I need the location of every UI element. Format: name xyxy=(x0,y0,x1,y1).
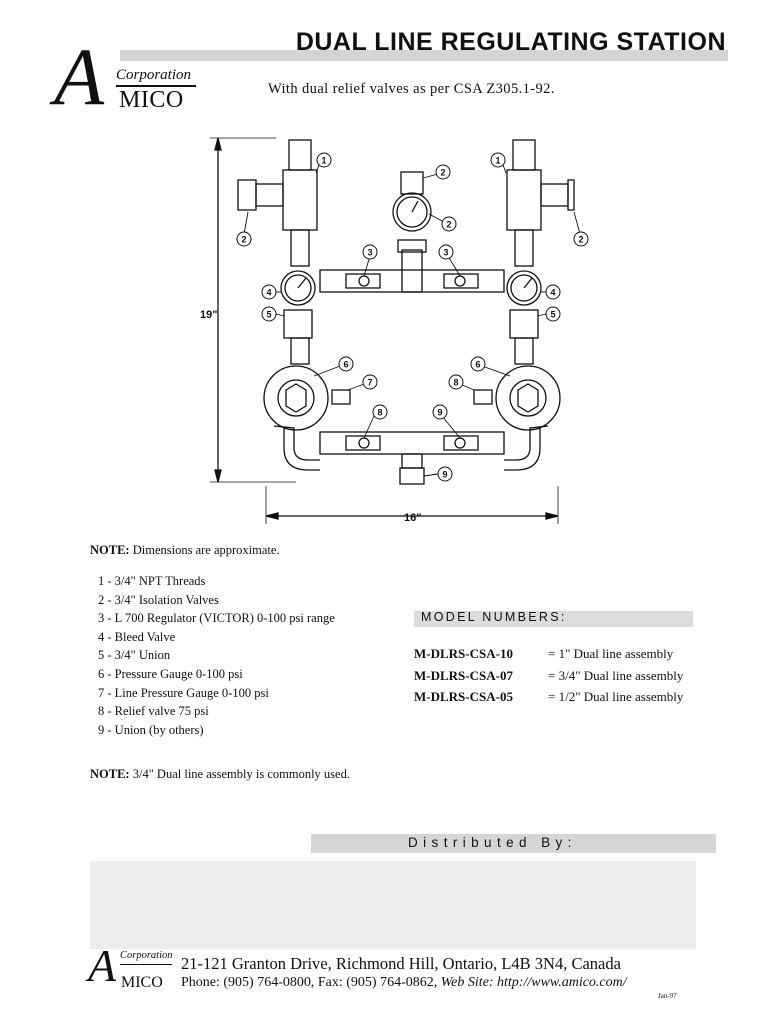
model-code: M-DLRS-CSA-10 xyxy=(414,646,513,661)
model-code: M-DLRS-CSA-05 xyxy=(414,689,513,704)
callout-5-right: 5 xyxy=(550,310,555,320)
logo-mico: MICO xyxy=(121,974,163,991)
model-row: M-DLRS-CSA-07 = 3/4" Dual line assembly xyxy=(414,665,683,687)
logo-letter: A xyxy=(88,940,117,991)
callout-8-right: 1 xyxy=(495,156,500,166)
distributed-by-bar xyxy=(311,834,716,853)
model-code: M-DLRS-CSA-07 xyxy=(414,667,513,683)
model-numbers-title: MODEL NUMBERS: xyxy=(421,610,567,624)
footer-contact: Phone: (905) 764-0800, Fax: (905) 764-08… xyxy=(181,975,627,991)
legend-item: 1 - 3/4" NPT Threads xyxy=(98,574,206,588)
callout-9-left: 2 xyxy=(241,235,246,245)
callout-4-right: 8 xyxy=(453,378,458,388)
logo-mico: MICO xyxy=(119,87,184,113)
logo-letter: A xyxy=(54,31,105,122)
callout-8-left: 1 xyxy=(321,156,326,166)
callout-2-top-right: 3 xyxy=(443,248,448,258)
legend-item: 3 - L 700 Regulator (VICTOR) 0-100 psi r… xyxy=(98,611,335,626)
callout-5-left: 5 xyxy=(266,310,271,320)
legend-item: 6 - Pressure Gauge 0-100 psi xyxy=(98,666,243,681)
legend-item: 7 - Line Pressure Gauge 0-100 psi xyxy=(98,685,269,700)
footer-address: 21-121 Granton Drive, Richmond Hill, Ont… xyxy=(181,954,621,973)
callout-2-top-left: 3 xyxy=(367,248,372,258)
logo-rule xyxy=(116,85,196,87)
logo-corporation: Corporation xyxy=(120,950,173,961)
legend-item: 2 - 3/4" Isolation Valves xyxy=(98,592,219,607)
callout-6-right: 4 xyxy=(550,288,555,298)
note-dimensions: NOTE: Dimensions are approximate. xyxy=(90,543,280,558)
model-desc: = 3/4" Dual line assembly xyxy=(548,667,684,683)
height-dimension-label: 19" xyxy=(200,309,217,321)
page-subtitle: With dual relief valves as per CSA Z305.… xyxy=(268,81,555,97)
callout-2-bottom-right: 9 xyxy=(437,408,442,418)
note-label: NOTE: xyxy=(90,767,130,781)
callout-6-left: 4 xyxy=(266,288,271,298)
callout-1-bottom: 9 xyxy=(442,470,447,480)
callout-1-top: 2 xyxy=(440,168,445,178)
model-desc: = 1/2" Dual line assembly xyxy=(548,689,684,704)
callout-4-left: 7 xyxy=(367,378,372,388)
callout-2-bottom-left: 8 xyxy=(377,408,382,418)
callout-3-right: 6 xyxy=(475,360,480,370)
legend-item: 8 - Relief valve 75 psi xyxy=(98,704,209,719)
note-label: NOTE: xyxy=(90,543,130,557)
legend-item: 5 - 3/4" Union xyxy=(98,648,171,663)
legend-item: 9 - Union (by others) xyxy=(98,722,204,737)
station-drawing: 1 1 2 2 2 2 3 3 4 4 5 5 6 6 7 8 8 9 9 19… xyxy=(200,137,589,524)
model-row: M-DLRS-CSA-10 = 1" Dual line assembly xyxy=(414,643,683,665)
width-dimension-label: 16" xyxy=(404,512,421,524)
amico-logo-small: A Corporation MICO xyxy=(86,943,178,995)
logo-corporation: Corporation xyxy=(116,67,192,83)
footer-phone: Phone: (905) 764-0800, Fax: (905) 764-08… xyxy=(181,975,441,990)
legend-item: 4 - Bleed Valve xyxy=(98,629,176,644)
footer-website[interactable]: Web Site: http://www.amico.com/ xyxy=(440,975,627,990)
model-numbers-bar xyxy=(414,611,693,627)
parts-legend: 1 - 3/4" NPT Threads 2 - 3/4" Isolation … xyxy=(98,572,335,739)
amico-logo: A Corporation MICO xyxy=(50,36,200,120)
distributor-box xyxy=(90,861,696,949)
page-title: DUAL LINE REGULATING STATION xyxy=(295,28,726,56)
note-common-assembly: NOTE: 3/4" Dual line assembly is commonl… xyxy=(90,765,350,783)
model-row: M-DLRS-CSA-05 = 1/2" Dual line assembly xyxy=(414,686,683,708)
distributed-by-title: Distributed By: xyxy=(408,835,577,850)
model-numbers-list: M-DLRS-CSA-10 = 1" Dual line assembly M-D… xyxy=(414,643,683,708)
callout-9-right: 2 xyxy=(578,235,583,245)
note-text: Dimensions are approximate. xyxy=(129,543,280,557)
model-desc: = 1" Dual line assembly xyxy=(548,646,674,661)
callout-3-left: 6 xyxy=(343,360,348,370)
note-text: 3/4" Dual line assembly is commonly used… xyxy=(129,767,350,781)
title-bar xyxy=(120,50,728,61)
logo-rule xyxy=(120,964,172,965)
revision-date: Jan-97 xyxy=(658,992,677,1000)
callout-7: 2 xyxy=(446,220,451,230)
